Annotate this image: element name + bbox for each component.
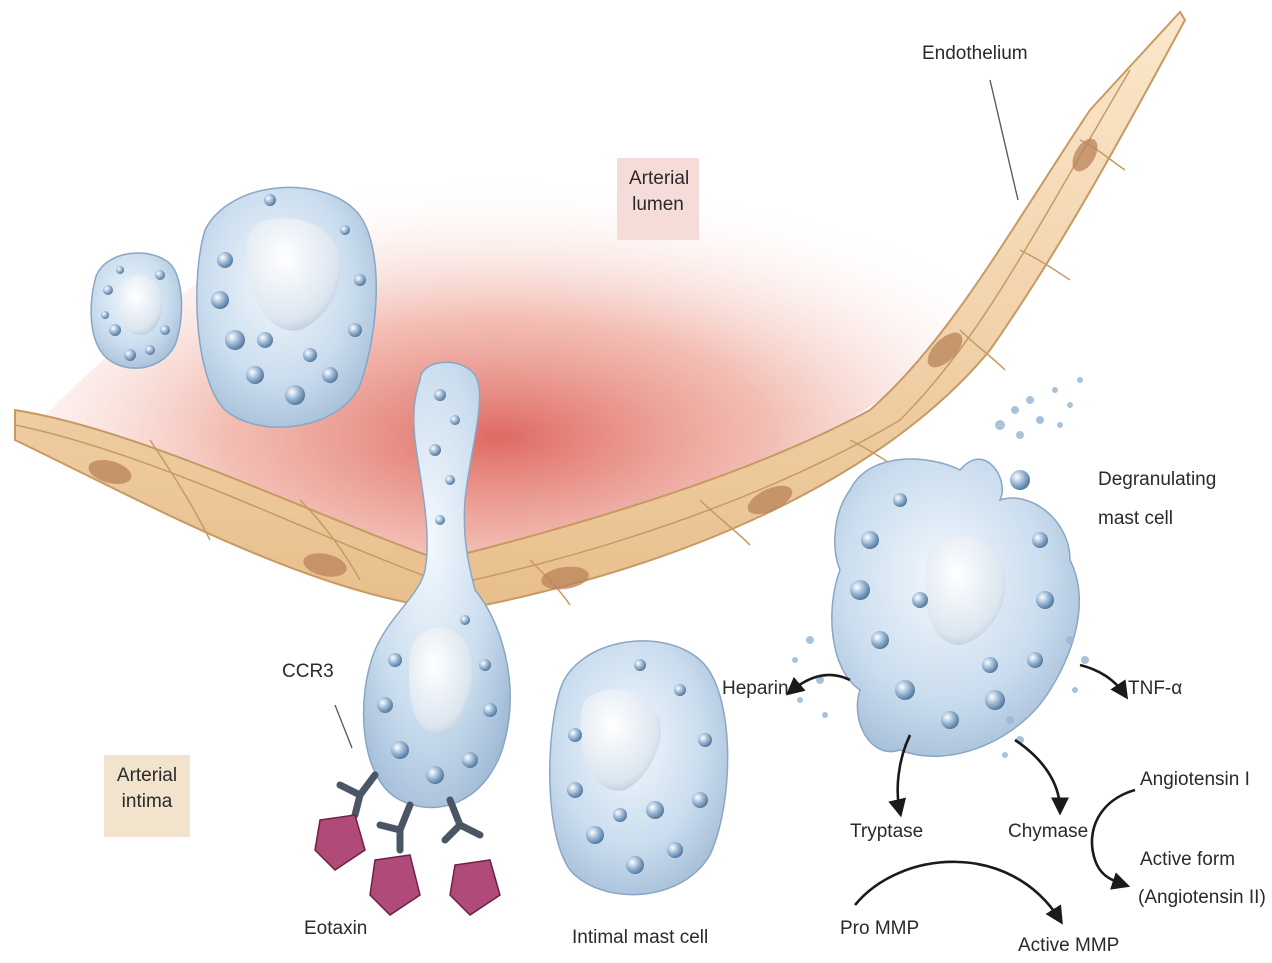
active-form-label-line1: Active form [1140,848,1235,872]
arterial-intima-label: Arterial intima [104,755,190,837]
arterial-lumen-label-line2: lumen [629,192,687,218]
intimal-mast-cell-label: Intimal mast cell [572,926,708,950]
pro-mmp-label: Pro MMP [840,917,919,941]
small-mast-cell-lumen [91,253,181,368]
chymase-label: Chymase [1008,820,1088,844]
active-form-label-line2: (Angiotensin II) [1138,886,1266,910]
endothelium-label: Endothelium [922,42,1028,66]
intimal-mast-cell [550,641,728,895]
heparin-label: Heparin [722,677,789,701]
eotaxin-label: Eotaxin [304,917,367,941]
large-mast-cell-lumen [197,187,376,427]
arterial-lumen-label: Arterial lumen [617,158,699,240]
ccr3-label: CCR3 [282,660,334,684]
degranulating-mast-cell-label-line1: Degranulating [1098,468,1216,492]
angiotensin-i-label: Angiotensin I [1140,768,1250,792]
arterial-intima-label-line1: Arterial [116,763,178,789]
active-mmp-label: Active MMP [1018,934,1119,958]
tnf-alpha-label: TNF-α [1128,677,1182,701]
degranulating-mast-cell-label-line2: mast cell [1098,507,1173,531]
arterial-lumen-label-line1: Arterial [629,166,687,192]
tryptase-label: Tryptase [850,820,923,844]
arterial-intima-label-line2: intima [116,789,178,815]
